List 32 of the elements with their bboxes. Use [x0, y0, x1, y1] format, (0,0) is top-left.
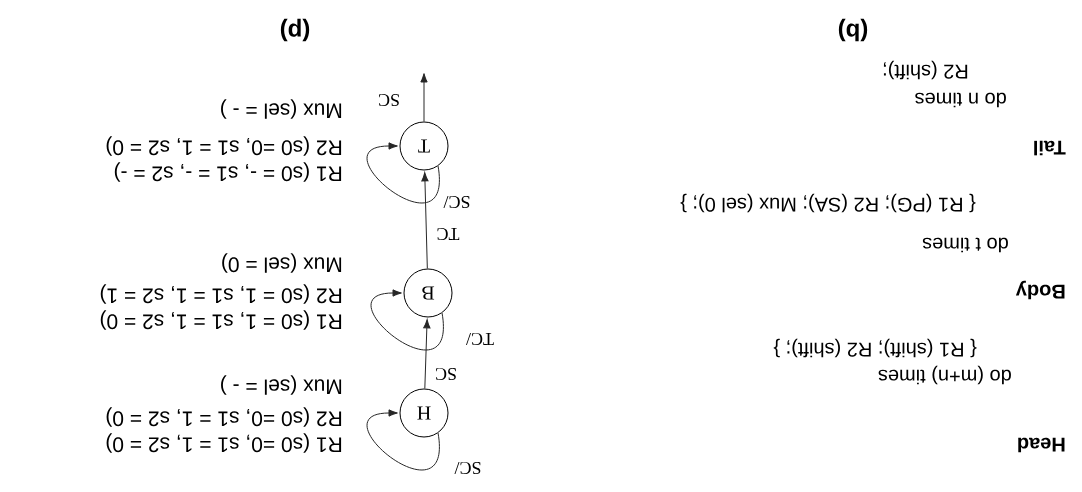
arrow	[371, 289, 444, 350]
state-annotation: R1 (s0 = 1, s1 = 1, s2 = 0)	[100, 310, 342, 330]
edge-label: SC/	[442, 194, 472, 210]
code-line: do n times	[915, 92, 1006, 108]
code-line: do t times	[922, 237, 1008, 253]
code-line: { R1 (shift); R2 (shift); }	[773, 338, 977, 358]
state-annotation: Mux (sel = 0)	[222, 253, 342, 273]
edge-label: SC	[434, 366, 458, 382]
panel-label: (b)	[838, 18, 868, 42]
arrow	[367, 409, 440, 470]
state-annotation: R1 (s0 = -, s1 = -, s2 = -)	[114, 162, 342, 182]
arrow	[421, 172, 429, 269]
edge-label: TC	[435, 226, 461, 242]
state-annotation: R1 (s0 =0, s1 = 1, s2 = 0)	[106, 433, 342, 453]
arrow	[367, 142, 440, 203]
edge-label: TC/	[465, 331, 495, 347]
state-annotation: Mux (sel = - )	[221, 375, 342, 395]
state-annotation: R2 (s0 = 1, s1 = 1, s2 = 1)	[100, 284, 342, 304]
arrow	[423, 319, 431, 389]
section-heading: Head	[1018, 437, 1065, 453]
section-heading: Body	[1015, 280, 1065, 300]
edge-label: SC	[377, 92, 401, 108]
code-line: do (m+n) times	[878, 365, 1011, 385]
state-annotation: R2 (s0 =0, s1 = 1, s2 = 0)	[106, 136, 342, 156]
section-heading: Tail	[1034, 140, 1066, 156]
edge-label: SC/	[453, 460, 483, 476]
panel-label: (p)	[280, 18, 310, 42]
code-line: { R1 (PG); R2 (SA); Mux (sel 0); }	[680, 193, 976, 213]
arrow	[420, 73, 428, 122]
code-line: R2 (shift);	[883, 60, 968, 80]
state-annotation: Mux (sel = - )	[221, 99, 342, 119]
state-annotation: R2 (s0 =0, s1 = 1, s2 = 0)	[106, 407, 342, 427]
